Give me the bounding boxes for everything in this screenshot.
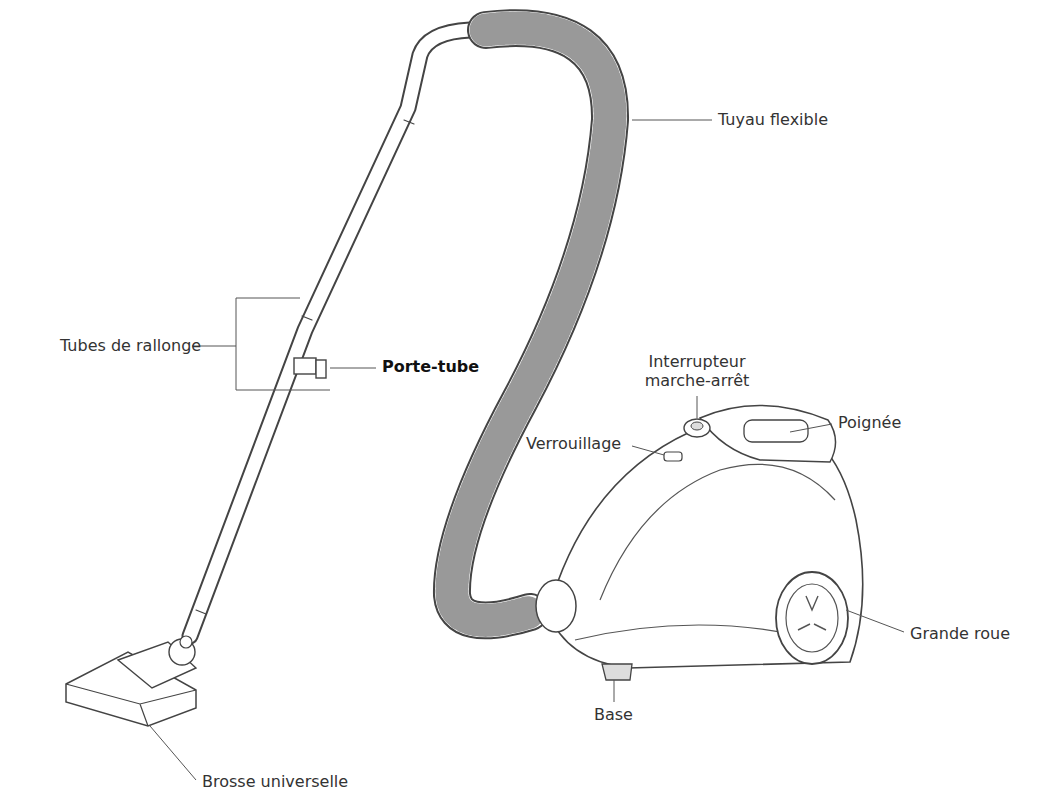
part-label: Verrouillage: [526, 434, 621, 453]
part-label: Grande roue: [910, 624, 1010, 643]
part-label: Interrupteur marche-arrêt: [636, 352, 758, 390]
part-label: Brosse universelle: [202, 772, 348, 791]
part-label: Base: [594, 705, 633, 724]
part-label: Porte-tube: [382, 357, 479, 376]
part-label: Tubes de rallonge: [60, 336, 201, 355]
part-label: Tuyau flexible: [718, 110, 828, 129]
part-label: Poignée: [838, 413, 901, 432]
